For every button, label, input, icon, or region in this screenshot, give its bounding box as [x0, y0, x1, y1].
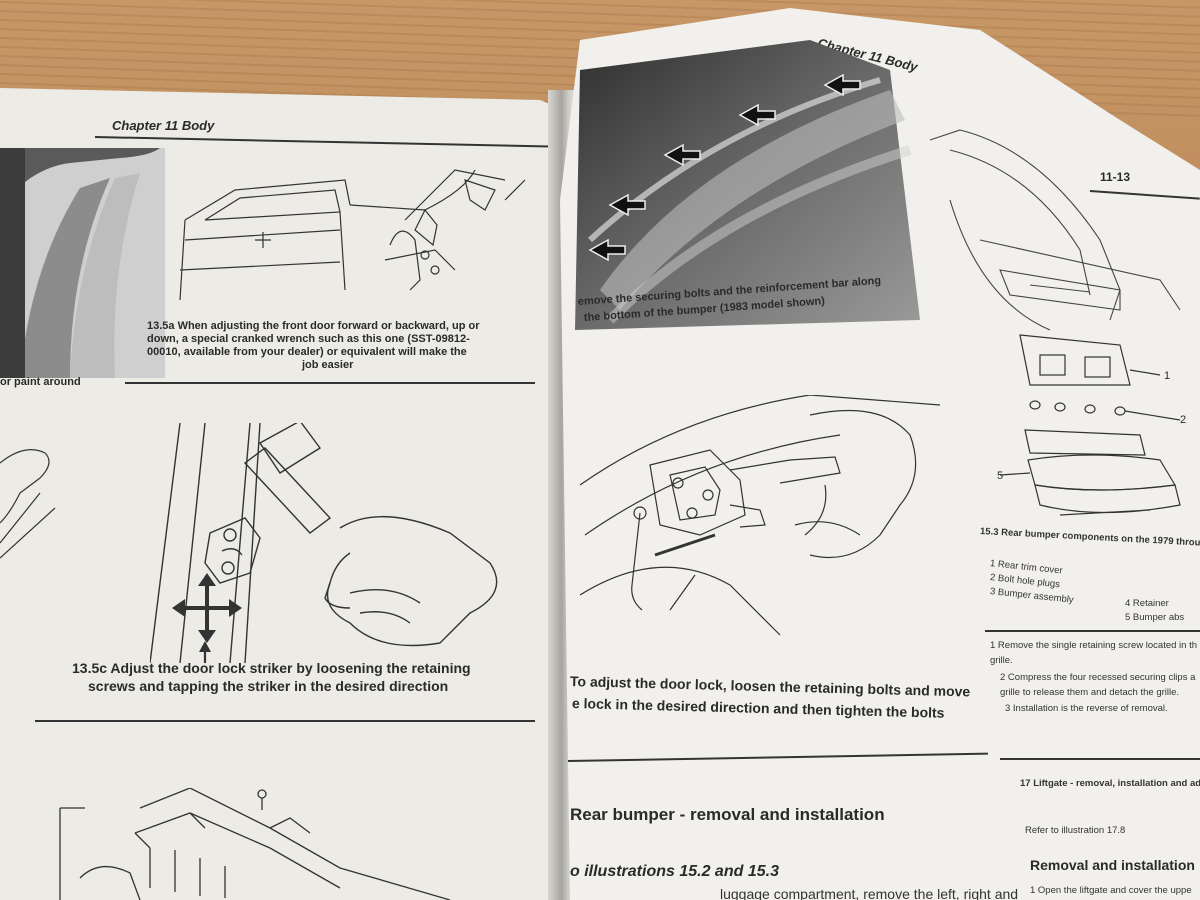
cut-body-text: luggage compartment, remove the left, ri…: [720, 886, 1019, 900]
step-line: grille to release them and detach the gr…: [1000, 687, 1180, 698]
move-arrows-icon: [172, 573, 242, 643]
callout-5: 5: [997, 470, 1004, 482]
caption-13-5a-line: job easier: [302, 359, 354, 371]
step-line: 2 Compress the four recessed securing cl…: [1000, 672, 1196, 683]
step-line: 1 Remove the single retaining screw loca…: [990, 640, 1198, 651]
figure-rule: [985, 630, 1200, 632]
caption-rule: [567, 752, 988, 762]
front-door-diagram: [179, 169, 526, 301]
caption-13-5a-line: 13.5a When adjusting the front door forw…: [147, 320, 480, 332]
step-line: grille.: [990, 655, 1013, 666]
section-17-title: 17 Liftgate - removal, installation and …: [1020, 778, 1200, 789]
section-rule: [1000, 758, 1200, 760]
section-title: Rear bumper - removal and installation: [570, 805, 885, 824]
left-edge-sketch: [0, 449, 56, 559]
cut-caption: or paint around: [0, 376, 81, 388]
callout-2: 2: [1180, 414, 1187, 426]
front-bumper-diagram: [59, 788, 451, 900]
caption-rule: [125, 382, 535, 384]
section-17-step: 1 Open the liftgate and cover the uppe: [1030, 885, 1192, 896]
removal-heading: Removal and installation: [1030, 857, 1195, 873]
caption-13-5a-line: 00010, available from your dealer) or eq…: [147, 346, 467, 358]
rear-bumper-exploded-diagram: [1000, 334, 1181, 516]
left-page: Chapter 11 Body or paint around 13.5a Wh: [0, 88, 560, 900]
right-page: Chapter 11 Body 11-13 emove the securing…: [560, 8, 1200, 900]
header-rule: [94, 136, 550, 148]
bumper-bolts-photo: [575, 40, 920, 330]
rear-car-diagram: [929, 129, 1181, 331]
figure-15-3-caption: 15.3 Rear bumper components on the 1979 …: [979, 526, 1200, 550]
legend-item: 5 Bumper abs: [1125, 612, 1185, 623]
step-line: 3 Installation is the reverse of removal…: [1005, 703, 1168, 714]
left-chapter-header: Chapter 11 Body: [112, 118, 215, 133]
caption-13-5c-line: screws and tapping the striker in the de…: [88, 678, 449, 694]
door-lock-diagram: [580, 395, 940, 636]
seatbelt-photo: [0, 148, 165, 378]
legend-item: 3 Bumper assembly: [989, 586, 1075, 606]
door-striker-diagram: [150, 423, 498, 663]
legend-item: 4 Retainer: [1125, 598, 1169, 609]
caption-13-5c-line: 13.5c Adjust the door lock striker by lo…: [72, 660, 471, 676]
callout-1: 1: [1164, 370, 1171, 382]
page-number: 11-13: [1100, 170, 1131, 184]
caption-13-5a-line: down, a special cranked wrench such as t…: [147, 333, 470, 345]
caption-rule: [35, 720, 535, 722]
illustrations-ref: o illustrations 15.2 and 15.3: [570, 863, 779, 880]
section-17-ref: Refer to illustration 17.8: [1025, 825, 1126, 836]
